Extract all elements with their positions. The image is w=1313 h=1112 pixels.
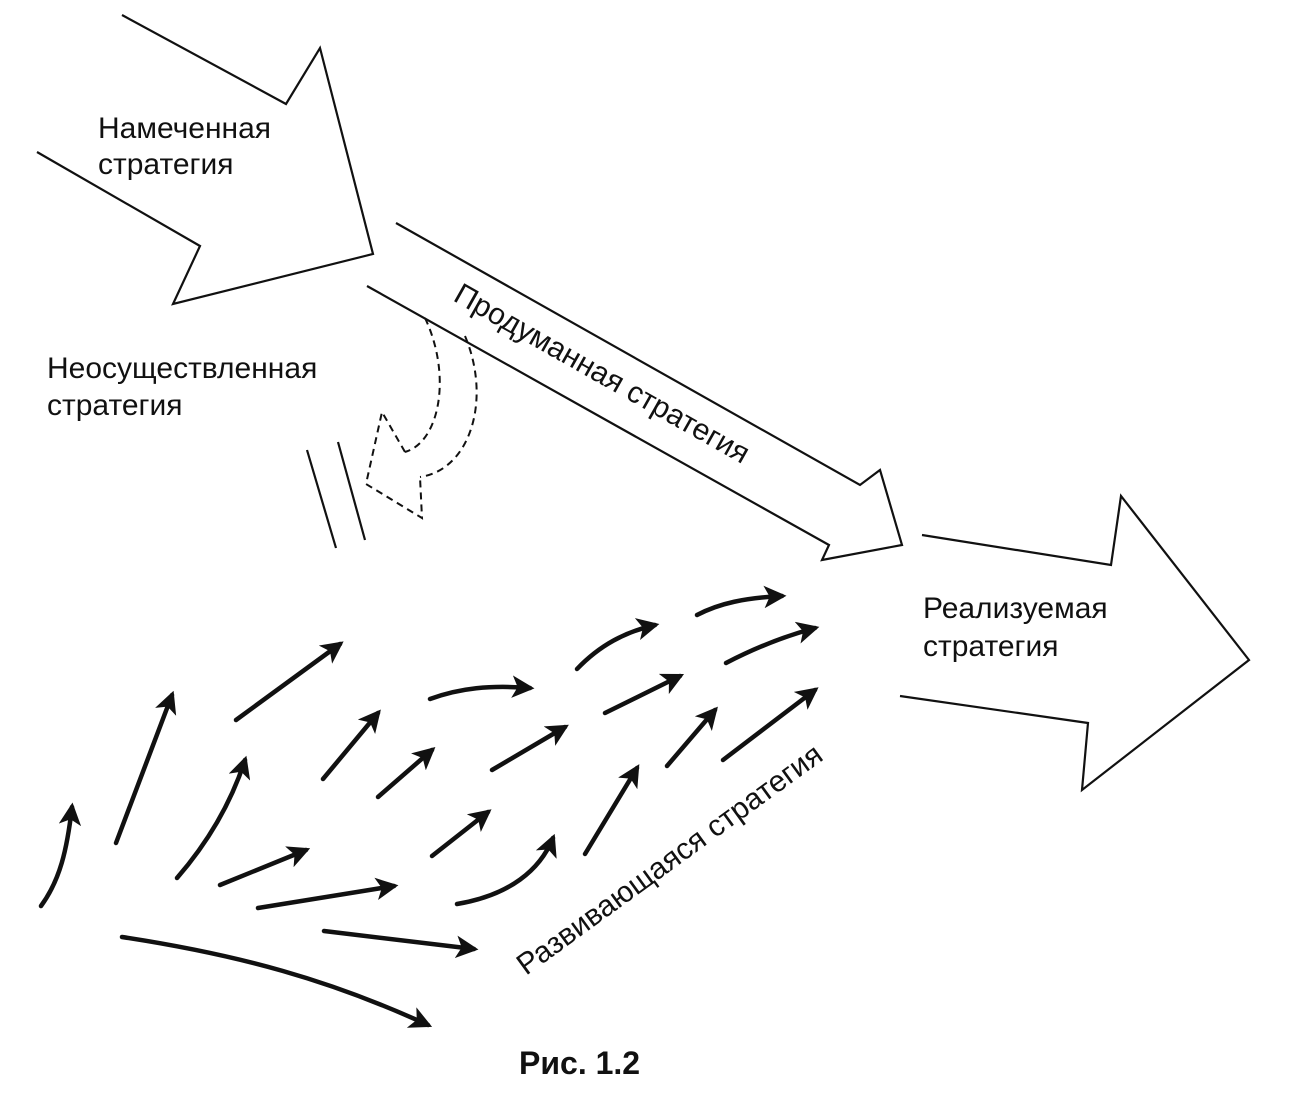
intended-strategy-label: Намеченная стратегия: [98, 112, 279, 181]
emergent-strategy-arrows: [38, 585, 820, 1028]
realized-strategy-arrow: [899, 493, 1251, 793]
emergent-arrow: [489, 724, 569, 773]
emergent-arrow: [694, 585, 787, 618]
emergent-arrow: [233, 641, 344, 723]
emergent-arrow: [38, 802, 82, 909]
emergent-arrow: [429, 809, 492, 859]
emergent-arrow: [574, 618, 660, 672]
unrealized-strategy-arrow: [364, 317, 478, 520]
emergent-arrow: [119, 934, 433, 1028]
deliberate-strategy-label: Продуманная стратегия: [449, 277, 756, 470]
emergent-arrow: [375, 747, 436, 800]
emergent-arrow: [582, 764, 640, 857]
barrier-lines: [305, 441, 367, 549]
emergent-arrow: [723, 621, 820, 666]
realized-strategy-label: Реализуемая стратегия: [923, 592, 1116, 663]
emergent-arrow: [602, 673, 685, 716]
emergent-arrow: [720, 687, 819, 763]
intended-strategy-arrow: [36, 14, 375, 306]
emergent-arrow: [217, 846, 311, 888]
emergent-strategy-label: Развивающаяся стратегия: [511, 738, 829, 982]
deliberate-strategy-arrow: [366, 222, 904, 562]
emergent-arrow: [320, 709, 381, 782]
emergent-arrow: [113, 690, 177, 846]
emergent-arrow: [664, 706, 718, 769]
figure-caption: Рис. 1.2: [519, 1045, 640, 1081]
emergent-arrow: [255, 877, 399, 911]
emergent-arrow: [174, 755, 251, 881]
emergent-arrow: [427, 675, 535, 702]
emergent-arrow: [321, 928, 479, 959]
emergent-arrow: [454, 833, 557, 907]
unrealized-strategy-label: Неосуществленная стратегия: [47, 352, 326, 422]
